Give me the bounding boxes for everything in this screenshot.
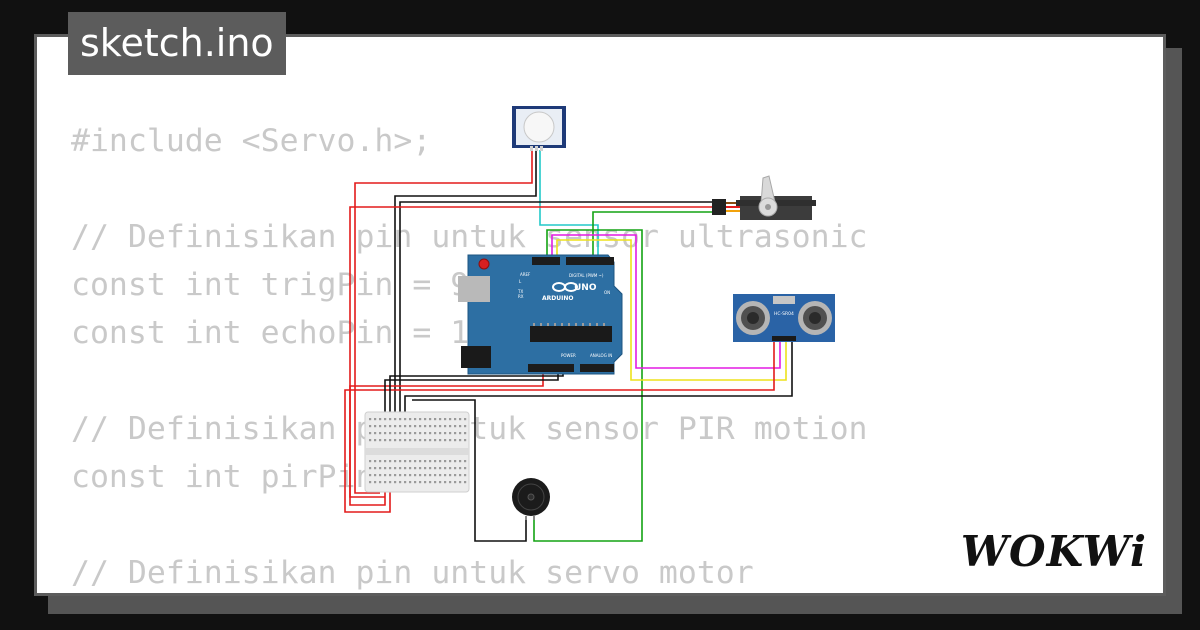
- board-model-label: UNO: [574, 283, 597, 293]
- reset-button[interactable]: [478, 258, 490, 270]
- wire-buzzer-black: [412, 399, 527, 542]
- wire-5v-red: [349, 372, 544, 506]
- rx-led-label: RX: [518, 294, 524, 299]
- wire-green-loop: [533, 229, 643, 542]
- wire-pir-gnd-black: [394, 150, 537, 420]
- infinity-logo-icon: [552, 282, 578, 292]
- servo-motor[interactable]: [712, 175, 816, 220]
- wokwi-logo: WOKWi: [961, 527, 1147, 576]
- header-digital-1: [532, 257, 560, 265]
- wire-servo-black: [399, 201, 718, 420]
- pir-motion-sensor[interactable]: [512, 106, 566, 151]
- usb-port: [458, 276, 490, 302]
- code-line: const int echoPin = 10;: [71, 315, 508, 351]
- wire-us-gnd-black: [404, 340, 793, 420]
- ultrasonic-label: HC-SR04: [774, 311, 794, 317]
- header-analog: [580, 364, 614, 372]
- code-line: #include <Servo.h>;: [71, 123, 432, 159]
- wire-us-vcc-red: [344, 340, 775, 513]
- code-preview: #include <Servo.h>; // Definisikan pin un…: [71, 117, 868, 593]
- header-digital-2: [566, 257, 614, 265]
- analog-pins-label: ANALOG IN: [590, 353, 612, 358]
- atmega-chip: [530, 326, 612, 342]
- tx-led-label: TX: [517, 289, 523, 294]
- wire-pir-vcc-red: [354, 150, 533, 494]
- power-jack: [461, 346, 491, 368]
- sketch-filename-tab[interactable]: sketch.ino: [68, 12, 286, 75]
- power-pins-label: POWER: [561, 353, 576, 358]
- wire-pir-out-cyan: [539, 150, 599, 260]
- wire-servo-signal-green: [592, 211, 718, 260]
- l-led-label: L: [519, 279, 522, 284]
- digital-pins-label: DIGITAL (PWM ~): [569, 273, 604, 278]
- wire-magenta-trig: [551, 234, 781, 369]
- code-line: // Definisikan pin untuk servo motor: [71, 555, 754, 591]
- wire-yellow-echo: [556, 239, 787, 381]
- buzzer[interactable]: [512, 478, 550, 520]
- board-brand-label: ARDUINO: [542, 295, 573, 302]
- header-power: [528, 364, 574, 372]
- on-led-label: ON: [604, 290, 610, 295]
- code-line: // Definisikan pin untuk sensor ultrason…: [71, 219, 868, 255]
- ultrasonic-sensor[interactable]: HC-SR04: [733, 294, 835, 342]
- aref-label: AREF: [520, 272, 531, 277]
- breadboard[interactable]: [364, 411, 470, 493]
- wire-servo-red: [349, 206, 718, 498]
- code-area: #include <Servo.h>; // Definisikan pin un…: [34, 34, 1166, 596]
- arduino-uno-board[interactable]: UNO ARDUINO DIGITAL (PWM ~) ANALOG IN PO…: [458, 254, 623, 375]
- svg-text:WOKWi: WOKWi: [961, 527, 1147, 576]
